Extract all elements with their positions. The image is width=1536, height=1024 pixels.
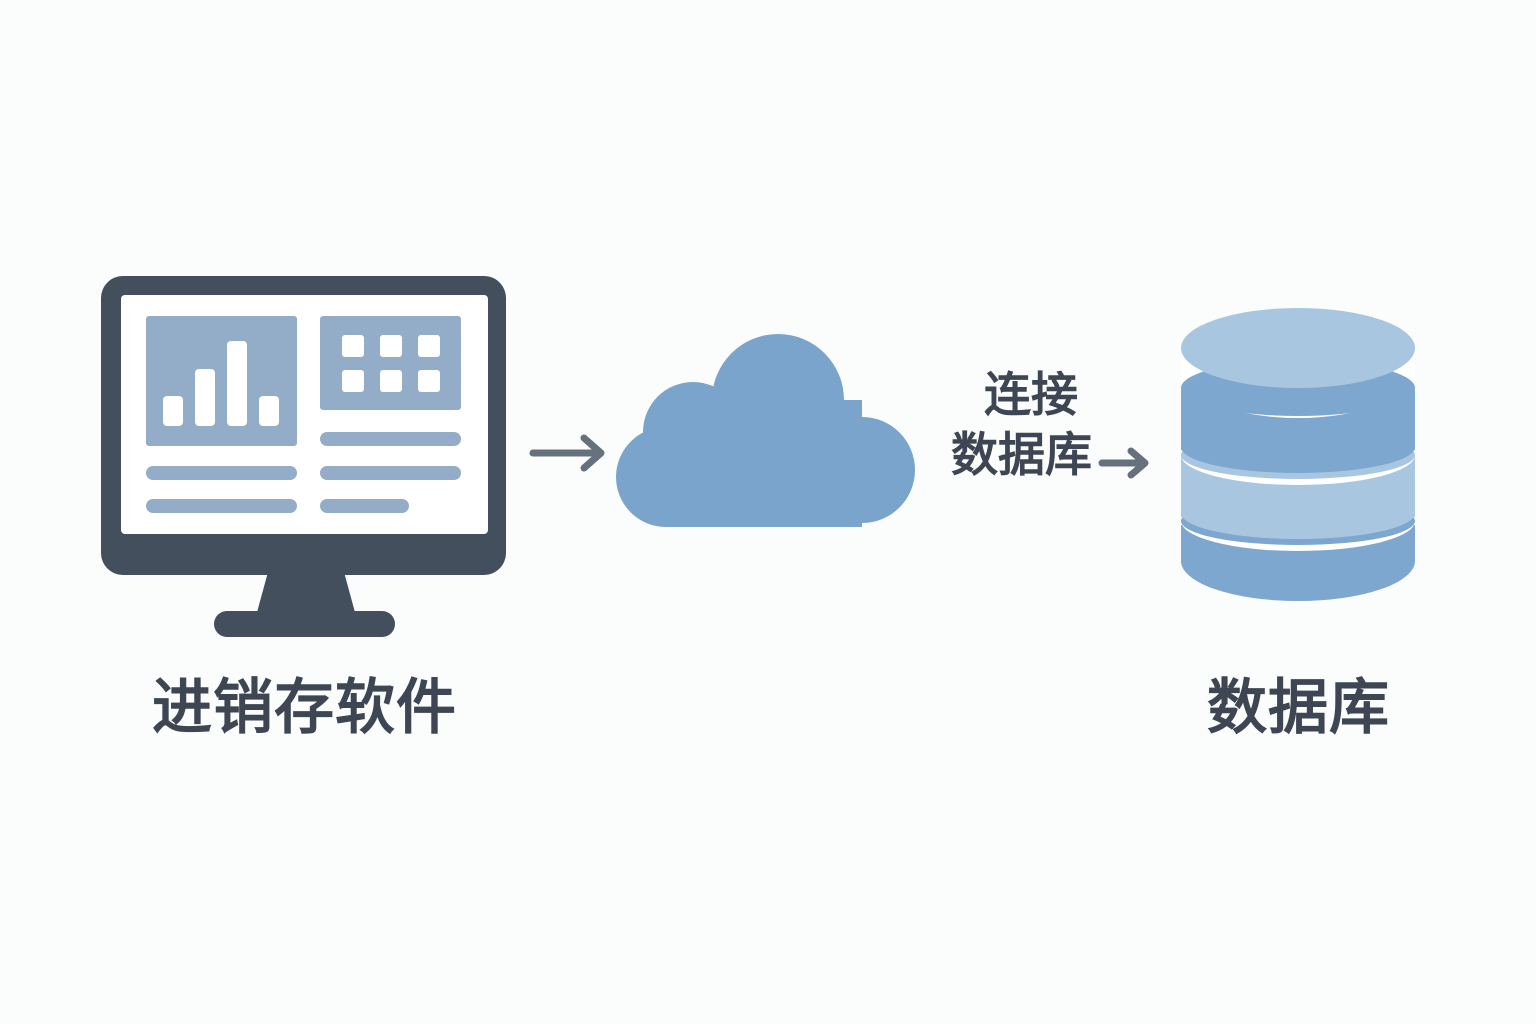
grid-cell [418, 370, 440, 392]
bar-3 [227, 341, 247, 426]
monitor-base [214, 611, 395, 637]
software-label: 进销存软件 [152, 673, 457, 743]
bar-2 [195, 369, 215, 426]
grid-cell [342, 335, 364, 357]
text-line [146, 499, 297, 513]
db-top [1181, 308, 1415, 388]
grid-cell [342, 370, 364, 392]
database-label: 数据库 [1207, 673, 1390, 743]
text-line [320, 432, 461, 446]
text-line [146, 466, 297, 480]
text-line [320, 466, 461, 480]
bar-4 [259, 396, 279, 426]
connect-label-line1: 连接 [984, 368, 1078, 423]
grid-cell [380, 335, 402, 357]
connect-label-line2: 数据库 [951, 428, 1092, 483]
grid-cell [418, 335, 440, 357]
text-line [320, 499, 409, 513]
bar-1 [163, 396, 183, 426]
monitor-stand [256, 572, 356, 616]
grid-cell [380, 370, 402, 392]
